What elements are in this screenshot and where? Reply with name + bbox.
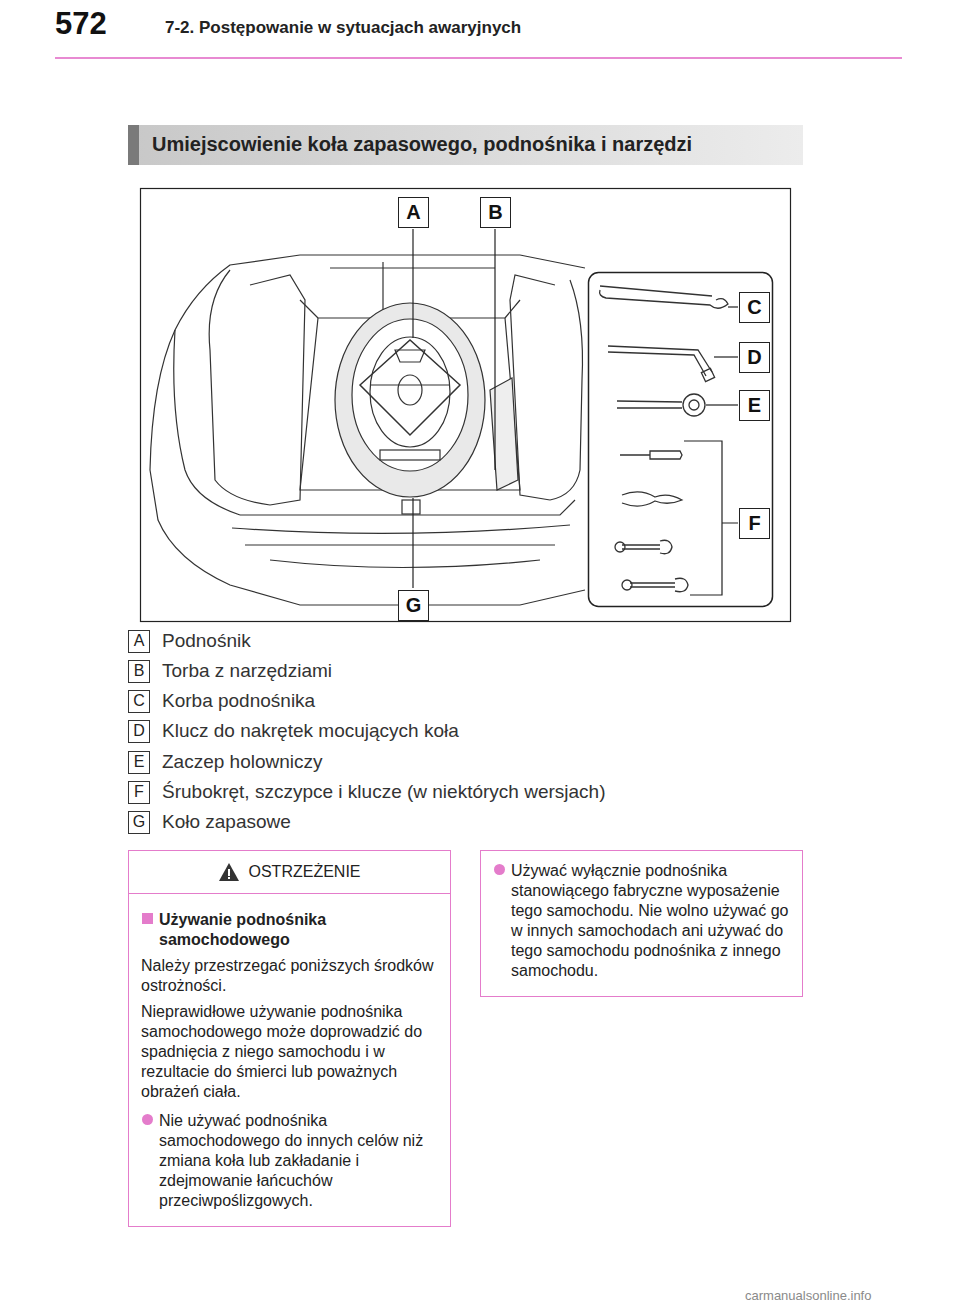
warning-box: Używać wyłącznie podnośnika stanowiącego… — [480, 850, 803, 997]
warning-header: OSTRZEŻENIE — [129, 851, 450, 894]
warning-box: OSTRZEŻENIE Używanie podnośnika samochodo… — [128, 850, 451, 1227]
trunk-illustration — [150, 255, 585, 605]
part-description: Korba podnośnika — [162, 690, 315, 712]
warning-mark — [228, 877, 230, 879]
header-rule — [55, 57, 902, 59]
callout-letter-box: CKorba podnośnika — [128, 690, 150, 713]
callout-letter-box: APodnośnik — [128, 630, 150, 653]
page-number: 572 — [55, 6, 107, 42]
warning-subheading: Używanie podnośnika samochodowego — [159, 911, 326, 948]
part-description: Śrubokręt, szczypce i klucze (w niektóry… — [162, 781, 605, 803]
heading-bar — [128, 125, 803, 165]
part-description: Koło zapasowe — [162, 811, 291, 833]
callout-box: F — [739, 508, 770, 539]
running-header: 7-2. Postępowanie w sytuacjach awaryjnyc… — [165, 18, 521, 38]
part-description: Torba z narzędziami — [162, 660, 332, 682]
callout-letter: A — [406, 201, 420, 224]
callout-letter: C — [129, 691, 149, 711]
heading-bar-strip — [128, 125, 139, 165]
callout-letter: D — [747, 346, 761, 369]
callout-letter-box: BTorba z narzędziami — [128, 660, 150, 683]
callout-letter-box: EZaczep holowniczy — [128, 751, 150, 774]
part-description: Klucz do nakrętek mocujących koła — [162, 720, 459, 742]
callout-box: C — [739, 292, 770, 323]
callout-letter-box: DKlucz do nakrętek mocujących koła — [128, 720, 150, 743]
callout-letter: G — [406, 594, 422, 617]
callout-box: B — [480, 197, 511, 228]
watermark: carmanualsonline.info — [745, 1288, 871, 1303]
callout-box: D — [739, 342, 770, 373]
round-bullet — [494, 864, 505, 875]
callout-letter: A — [129, 631, 149, 651]
warning-text: Nieprawidłowe używanie podnośnika samoch… — [141, 1003, 422, 1100]
warning-text: Należy przestrzegać poniższych środków o… — [141, 957, 434, 994]
tool-panel — [589, 273, 773, 607]
callout-letter-box: FŚrubokręt, szczypce i klucze (w niektór… — [128, 781, 150, 804]
illustration-frame — [141, 189, 791, 622]
callout-letter: E — [129, 752, 149, 772]
warning-triangle — [218, 862, 240, 882]
section-heading: Umiejscowienie koła zapasowego, podnośni… — [152, 133, 692, 156]
warning-title: OSTRZEŻENIE — [248, 863, 360, 881]
round-bullet — [142, 1114, 153, 1125]
callout-box: A — [398, 197, 429, 228]
callout-box: G — [398, 590, 429, 621]
callout-box: E — [739, 390, 770, 421]
square-bullet — [142, 913, 153, 924]
part-description: Podnośnik — [162, 630, 251, 652]
warning-mark — [228, 869, 230, 876]
callout-letter: C — [747, 296, 761, 319]
callout-letter: F — [129, 782, 149, 802]
callout-letter: F — [748, 512, 760, 535]
callout-letter-box: GKoło zapasowe — [128, 811, 150, 834]
tools-illustration — [600, 286, 728, 592]
warning-text: Nie używać podnośnika samochodowego do i… — [159, 1112, 423, 1209]
warning-triangle-shape — [219, 863, 239, 881]
callout-letter: E — [748, 394, 761, 417]
warning-text: Używać wyłącznie podnośnika stanowiącego… — [511, 862, 789, 979]
callout-letter: D — [129, 721, 149, 741]
callout-letter: B — [488, 201, 502, 224]
leader-lines — [413, 229, 738, 595]
part-description: Zaczep holowniczy — [162, 751, 323, 773]
callout-letter: B — [129, 661, 149, 681]
callout-letter: G — [129, 812, 149, 832]
